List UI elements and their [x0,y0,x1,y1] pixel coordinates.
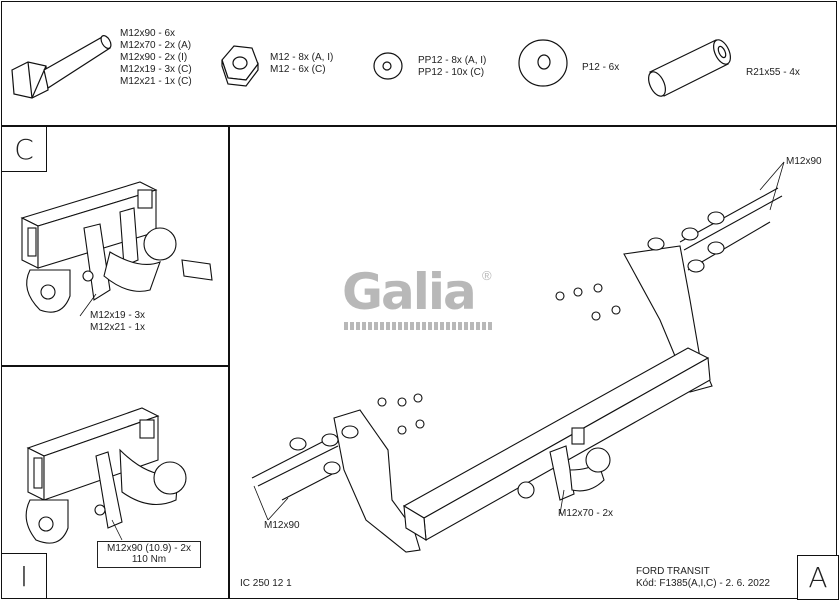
washer-pp-label-line-2: PP12 - 10x (C) [418,67,485,78]
panel-c-bolt-line-2: M12x21 - 1x [90,322,146,333]
washer-p-icon [518,39,568,87]
vehicle-name: FORD TRANSIT [636,566,710,577]
nut-label-line-2: M12 - 6x (C) [270,64,326,75]
washer-pp-icon [373,52,403,80]
panel-i-spec-line-2: 110 Nm [131,554,167,565]
spacer-icon [648,39,731,97]
nut-label-line-1: M12 - 8x (A, I) [270,52,334,63]
bolt-label-line-4: M12x19 - 3x (C) [120,64,192,75]
nut-icon [221,45,259,87]
panel-a-label-center: M12x70 - 2x [558,508,614,519]
bolt-label-line-5: M12x21 - 1x (C) [120,76,192,87]
bolt-label-line-2: M12x70 - 2x (A) [120,40,192,51]
panel-i-spec-box: M12x90 (10.9) - 2x 110 Nm [97,541,201,568]
panel-a-assembly [79,161,785,553]
washer-p-label: P12 - 6x [582,62,620,73]
panel-i-spec-line-1: M12x90 (10.9) - 2x [107,543,191,554]
bolt-label-line-1: M12x90 - 6x [120,28,176,39]
galia-logo-mark: ® [482,268,492,283]
bolt-icon [11,35,112,99]
parts-row-divider [1,125,837,127]
panel-a-label-top: M12x90 [786,156,822,167]
panel-i-letter: I [1,553,47,599]
spacer-label: R21x55 - 4x [746,67,800,78]
bolt-label-line-3: M12x90 - 2x (I) [120,52,188,63]
kod-line: Kód: F1385(A,I,C) - 2. 6. 2022 [636,578,770,589]
drawing-code: IC 250 12 1 [240,578,292,589]
galia-logo: Galia ® [342,262,502,334]
washer-pp-label-line-1: PP12 - 8x (A, I) [418,55,487,66]
panel-a-letter: A [797,555,839,600]
galia-logo-text: Galia [342,263,477,321]
left-column-divider [228,125,230,599]
panel-c-assembly [20,181,213,313]
galia-logo-underline [344,322,494,330]
panel-a-label-bottom-left: M12x90 [264,520,300,531]
panel-i-assembly [25,407,187,544]
left-panels-divider [1,365,229,367]
panel-c-bolt-line-1: M12x19 - 3x [90,310,146,321]
panel-c-letter: C [1,126,47,172]
